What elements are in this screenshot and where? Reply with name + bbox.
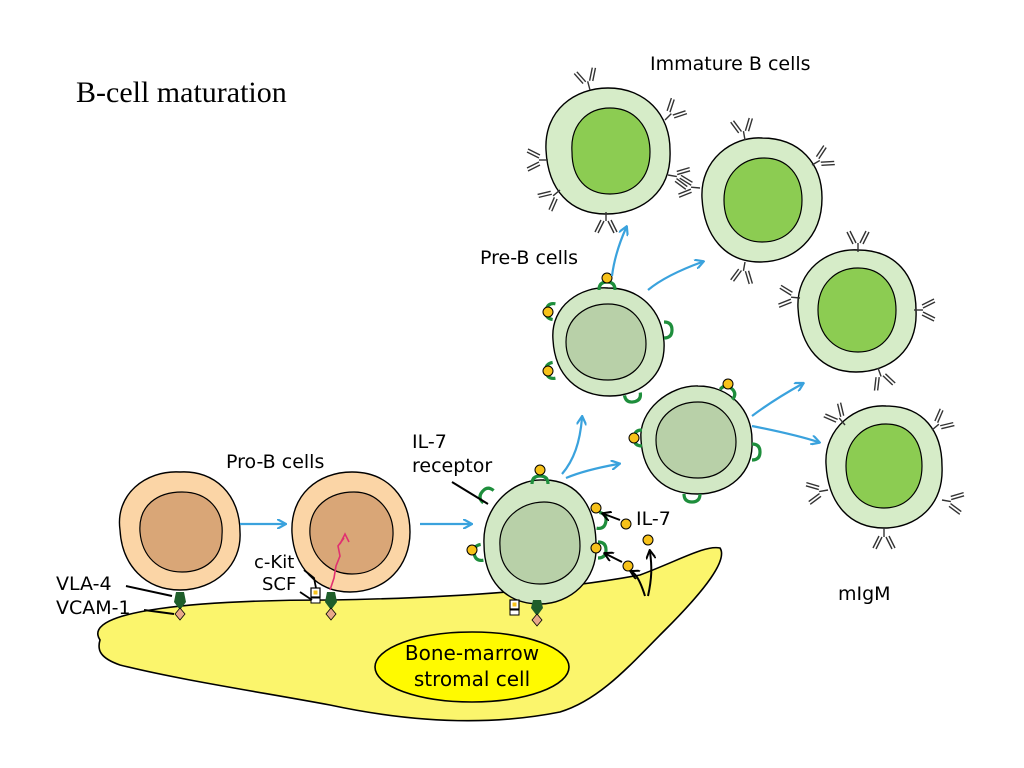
stromal-nucleus [374, 631, 570, 703]
label-scf: SCF [262, 574, 296, 595]
immature-b-cell-3 [777, 230, 936, 393]
label-il7: IL-7 [636, 508, 671, 530]
scf-pointer [299, 591, 313, 601]
label-il7-receptor-line2: receptor [412, 455, 492, 477]
vla4-pointer [125, 585, 173, 597]
label-vla4: VLA-4 [56, 573, 112, 595]
immature-b-cell-2 [677, 116, 837, 286]
label-c-kit: c-Kit [254, 552, 294, 573]
vcam1-pointer [143, 609, 175, 615]
label-il7-receptor-line1: IL-7 [412, 431, 447, 453]
label-vcam1: VCAM-1 [56, 597, 131, 619]
immature-b-cell-1 [526, 66, 692, 234]
pro-b-cell-1 [118, 471, 241, 621]
maturation-arrows [240, 228, 818, 524]
label-pre-b-cells: Pre-B cells [480, 247, 578, 269]
stromal-label-line2: stromal cell [414, 667, 530, 691]
pre-b-cell-lower [628, 378, 762, 504]
stromal-label-line1: Bone-marrow [405, 641, 539, 665]
label-immature-b-cells: Immature B cells [650, 53, 811, 75]
pre-b-cell-upper [542, 272, 674, 405]
label-migm: mIgM [838, 583, 891, 605]
il7-receptor-pointer [451, 481, 489, 505]
immature-b-cell-4 [804, 401, 966, 550]
c-kit-pointer [303, 569, 317, 589]
pro-b-cell-2 [291, 471, 411, 621]
label-pro-b-cells: Pro-B cells [226, 451, 324, 473]
diagram-title: B-cell maturation [76, 76, 287, 109]
